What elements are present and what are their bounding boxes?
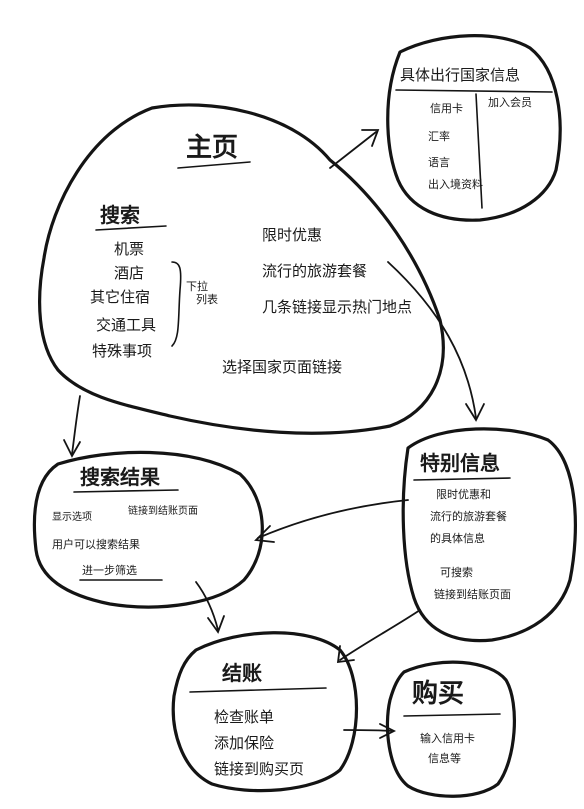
checkout-item-purchase-link: 链接到购买页 xyxy=(214,760,304,778)
results-item-options: 显示选项 xyxy=(52,510,92,523)
purchase-outline xyxy=(385,660,516,798)
results-item-user-search: 用户可以搜索结果 xyxy=(52,537,140,551)
purchase-node: 购买 输入信用卡 信息等 xyxy=(385,660,516,798)
country-item-language: 语言 xyxy=(428,156,450,169)
home-item-deals: 限时优惠 xyxy=(262,226,322,244)
search-heading: 搜索 xyxy=(100,203,140,227)
arrow-home-to-country xyxy=(329,129,380,169)
country-title-underline xyxy=(395,89,553,93)
country-node: 具体出行国家信息 信用卡 加入会员 汇率 语言 出入境资料 xyxy=(386,34,562,222)
special-title-underline xyxy=(413,477,511,481)
special-outline xyxy=(401,427,577,643)
country-item-divider xyxy=(475,93,483,209)
arrow-special-to-checkout xyxy=(336,609,421,664)
special-item-1: 限时优惠和 xyxy=(436,487,491,501)
results-item-checkout-link: 链接到结账页面 xyxy=(128,504,198,517)
special-item-3: 的具体信息 xyxy=(430,531,485,545)
arrow-checkout-to-purchase xyxy=(343,723,397,739)
search-item-hotels: 酒店 xyxy=(114,264,144,282)
arrow-home-to-results xyxy=(63,395,81,458)
special-item-2: 流行的旅游套餐 xyxy=(430,509,507,523)
home-title-underline xyxy=(177,161,251,169)
search-item-other-lodging: 其它住宿 xyxy=(90,288,150,306)
home-item-popular-links: 几条链接显示热门地点 xyxy=(262,298,412,316)
country-item-membership: 加入会员 xyxy=(488,96,532,109)
special-item-4: 可搜索 xyxy=(440,565,473,579)
home-item-packages: 流行的旅游套餐 xyxy=(262,262,367,280)
purchase-item-info: 信息等 xyxy=(428,751,461,765)
results-node: 搜索结果 显示选项 链接到结账页面 用户可以搜索结果 进一步筛选 xyxy=(32,450,264,609)
search-heading-underline xyxy=(95,225,167,231)
country-item-credit-card: 信用卡 xyxy=(430,102,463,115)
results-outline xyxy=(32,450,264,609)
purchase-item-card: 输入信用卡 xyxy=(420,731,475,745)
dropdown-bracket xyxy=(171,261,182,347)
checkout-title: 结账 xyxy=(222,661,262,685)
special-node: 特别信息 限时优惠和 流行的旅游套餐 的具体信息 可搜索 链接到结账页面 xyxy=(401,427,577,643)
dropdown-note-line1: 下拉 xyxy=(186,279,208,293)
checkout-outline xyxy=(171,631,359,793)
dropdown-note-line2: 列表 xyxy=(196,292,218,306)
arrow-results-to-checkout xyxy=(195,581,225,634)
arrow-home-to-special xyxy=(387,261,485,422)
checkout-item-review: 检查账单 xyxy=(214,708,274,726)
purchase-title: 购买 xyxy=(412,679,464,709)
home-title: 主页 xyxy=(186,133,238,163)
purchase-title-underline xyxy=(403,713,501,717)
results-title-underline xyxy=(73,489,179,493)
home-outline xyxy=(38,103,445,435)
special-title: 特别信息 xyxy=(420,451,500,475)
country-item-immigration: 出入境资料 xyxy=(428,177,483,191)
search-item-special: 特殊事项 xyxy=(92,342,152,360)
results-item-filter: 进一步筛选 xyxy=(82,563,137,577)
search-item-transport: 交通工具 xyxy=(96,316,156,334)
search-item-flights: 机票 xyxy=(114,240,144,258)
country-title: 具体出行国家信息 xyxy=(400,66,520,84)
checkout-item-insurance: 添加保险 xyxy=(214,734,274,752)
home-node: 主页 搜索 机票 酒店 其它住宿 交通工具 特殊事项 下拉 列表 限时优惠 流行… xyxy=(38,103,445,435)
results-title: 搜索结果 xyxy=(80,465,160,489)
checkout-node: 结账 检查账单 添加保险 链接到购买页 xyxy=(171,631,359,793)
country-item-exchange: 汇率 xyxy=(428,129,450,143)
home-item-country-links: 选择国家页面链接 xyxy=(222,358,342,376)
country-outline xyxy=(386,34,562,222)
special-item-5: 链接到结账页面 xyxy=(434,587,511,601)
arrow-special-to-results xyxy=(254,499,409,543)
checkout-title-underline xyxy=(189,687,327,693)
